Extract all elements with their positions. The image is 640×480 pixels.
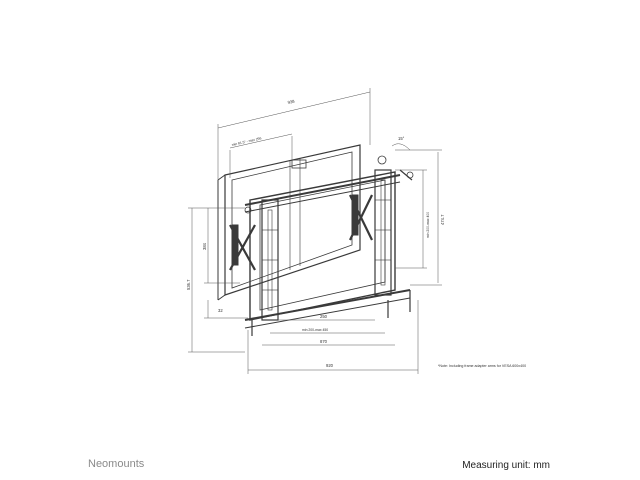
label-inner-width: 870 (320, 339, 328, 344)
dimension-left-inner (204, 208, 240, 284)
label-small-left: 32 (218, 308, 223, 313)
label-right-height: 474.7 (440, 214, 445, 225)
brand-logo: Neomounts (88, 458, 145, 470)
label-left-outer: 536.7 (186, 279, 191, 290)
top-bracket (244, 155, 414, 336)
dimension-right-height (395, 149, 442, 286)
label-vesa-vertical: min 200-max 400 (426, 212, 430, 238)
label-outer-width: 920 (326, 363, 334, 368)
dimension-vesa-vertical (395, 169, 427, 269)
label-tilt-range: min 81.5° - max 256 (231, 136, 262, 147)
measuring-unit: Measuring unit: mm (462, 460, 550, 471)
dimension-small-left (204, 300, 248, 319)
vesa-note: *Note: Including frame adapter arms for … (438, 364, 527, 368)
dimension-tilt-range (229, 133, 293, 178)
vertical-rails (261, 169, 392, 321)
scissor-arms (229, 194, 373, 271)
wall-plate (217, 144, 361, 301)
label-vesa-250: 250 (320, 314, 328, 319)
dimension-horizontal (247, 300, 419, 374)
label-top-width: 938 (287, 98, 296, 105)
label-left-inner: 384 (202, 242, 207, 250)
dimension-top-width (217, 88, 371, 180)
tilt-arc (391, 143, 411, 151)
label-tilt-angle: 15° (398, 136, 405, 141)
dimension-left-outer (188, 207, 245, 353)
label-vesa-horizontal: min 200-max 450 (302, 328, 328, 332)
